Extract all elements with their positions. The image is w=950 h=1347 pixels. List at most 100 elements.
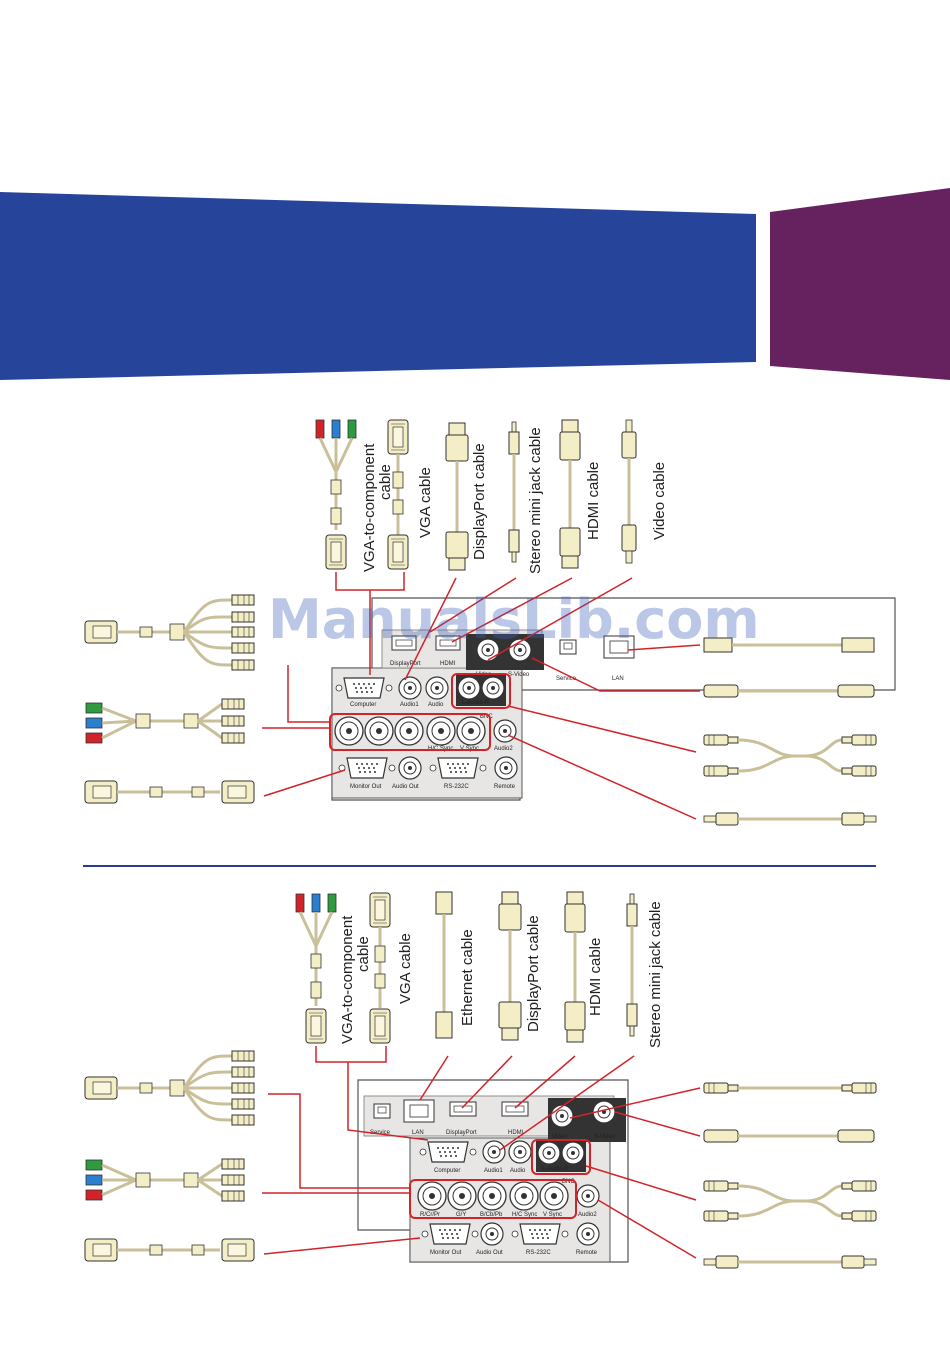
bottom-port-remote-label: Remote bbox=[576, 1250, 598, 1256]
bottom-label-vga-to-component: VGA-to-component bbox=[339, 915, 356, 1044]
bottom-audio-out-port bbox=[480, 1222, 504, 1246]
top-audio1-port bbox=[398, 676, 422, 700]
bottom-audio-l-port bbox=[537, 1141, 561, 1165]
top-label-vga-cable: VGA cable bbox=[417, 467, 434, 538]
bottom-bnc-port-2 bbox=[447, 1181, 477, 1211]
top-vga-to-bnc-cable bbox=[84, 594, 255, 671]
bottom-label-ethernet-cable: Ethernet cable bbox=[459, 929, 476, 1026]
bottom-port-gy-label: G/Y bbox=[456, 1212, 466, 1218]
bottom-video-port bbox=[550, 1104, 574, 1128]
bottom-port-displayport-label: DisplayPort bbox=[446, 1130, 477, 1136]
bottom-stereo-mini-jack-cable bbox=[626, 893, 638, 1037]
top-audio-out-port bbox=[398, 756, 422, 780]
top-vga-to-vga-cable bbox=[84, 780, 255, 804]
bottom-vga-to-bnc-cable bbox=[84, 1050, 255, 1126]
top-port-monitorout-label: Monitor Out bbox=[350, 784, 382, 790]
bottom-connection-diagram: Service LAN DisplayPort HDMI Video S-Vid… bbox=[84, 891, 877, 1269]
top-left-cables bbox=[84, 594, 255, 804]
bottom-port-rs232c-label: RS-232C bbox=[526, 1250, 551, 1256]
top-audio3-port bbox=[425, 676, 449, 700]
top-hsync-port bbox=[426, 716, 456, 746]
bottom-mini-jack-cable bbox=[703, 1255, 877, 1269]
top-port-audioout-label: Audio Out bbox=[392, 784, 419, 790]
bottom-bnc-port-1 bbox=[417, 1181, 447, 1211]
bottom-audio-r-port bbox=[561, 1141, 585, 1165]
bottom-left-cables bbox=[84, 1050, 255, 1262]
bottom-right-cables bbox=[703, 1082, 877, 1269]
bottom-connector-lines bbox=[262, 1046, 701, 1259]
bottom-audio2-port bbox=[576, 1184, 600, 1208]
top-audio2-port bbox=[493, 719, 517, 743]
top-connection-diagram: DisplayPort HDMI Video S-Video Service L… bbox=[84, 419, 896, 826]
top-port-svideo-label: S-Video bbox=[508, 672, 530, 678]
top-port-audio2-label: Audio2 bbox=[494, 746, 513, 752]
bottom-audio3-port bbox=[508, 1140, 532, 1164]
bottom-port-hdmi-label: HDMI bbox=[508, 1130, 524, 1136]
top-audio-l-port bbox=[457, 676, 481, 700]
bottom-rca-audio-cable bbox=[703, 1180, 877, 1222]
top-port-audio-label: Audio bbox=[428, 702, 444, 708]
bottom-port-video-label: Video bbox=[552, 1134, 568, 1140]
top-component-to-bnc-cable bbox=[85, 698, 245, 744]
bottom-port-audioout-label: Audio Out bbox=[476, 1250, 503, 1256]
top-port-lan-label: LAN bbox=[612, 676, 624, 682]
top-rca-audio-cable bbox=[703, 734, 877, 777]
watermark-text: ManualsLib.com bbox=[268, 588, 760, 651]
bottom-port-audio1-label: Audio1 bbox=[484, 1168, 503, 1174]
top-bnc-port-1 bbox=[334, 716, 364, 746]
bottom-port-bnc-label: BNC bbox=[562, 1179, 575, 1185]
bottom-label-hdmi-cable: HDMI cable bbox=[587, 938, 604, 1016]
bottom-video-cable bbox=[703, 1082, 877, 1094]
bottom-vga-to-vga-cable bbox=[84, 1238, 255, 1262]
bottom-port-audio-label: Audio bbox=[510, 1168, 526, 1174]
bottom-port-bcbpb-label: B/Cb/Pb bbox=[480, 1212, 503, 1218]
top-ethernet-cable bbox=[703, 637, 875, 653]
bottom-port-monitorout-label: Monitor Out bbox=[430, 1250, 462, 1256]
bottom-vga-to-component-cable bbox=[295, 893, 337, 1044]
bottom-component-to-bnc-cable bbox=[85, 1158, 245, 1202]
top-label-video-cable: Video cable bbox=[651, 462, 668, 540]
bottom-vsync-port bbox=[539, 1181, 569, 1211]
top-bnc-port-3 bbox=[394, 716, 424, 746]
bottom-vertical-cables: VGA-to-component cable VGA cable Etherne… bbox=[295, 891, 664, 1048]
top-projector-panel: DisplayPort HDMI Video S-Video Service L… bbox=[329, 597, 896, 801]
top-vga-to-component-cable bbox=[315, 419, 357, 570]
top-port-remote-label: Remote bbox=[494, 784, 516, 790]
bottom-port-computer-label: Computer bbox=[434, 1168, 460, 1174]
bottom-port-svideo-label: S-Video bbox=[594, 1134, 616, 1140]
bottom-port-lan-label: LAN bbox=[412, 1130, 424, 1136]
top-port-computer-label: Computer bbox=[350, 702, 376, 708]
top-vga-cable bbox=[387, 419, 409, 570]
blue-banner bbox=[0, 192, 756, 380]
top-vertical-cables: VGA-to-component cable VGA cable Display… bbox=[315, 419, 668, 574]
top-label-displayport-cable: DisplayPort cable bbox=[471, 443, 488, 560]
bottom-svideo-cable bbox=[703, 1129, 875, 1143]
bottom-bnc-port-3 bbox=[477, 1181, 507, 1211]
top-port-service-label: Service bbox=[556, 676, 577, 682]
top-audio-r-port bbox=[481, 676, 505, 700]
top-label-hdmi-cable: HDMI cable bbox=[585, 462, 602, 540]
bottom-hdmi-cable bbox=[564, 891, 586, 1043]
bottom-port-audio2-label: Audio2 bbox=[578, 1212, 597, 1218]
bottom-port-laudior-label: L-Audio-R bbox=[542, 1166, 570, 1172]
top-label-stereo-mini-jack-cable: Stereo mini jack cable bbox=[527, 427, 544, 574]
top-mini-jack-cable bbox=[703, 812, 877, 826]
bottom-remote-port bbox=[576, 1222, 600, 1246]
bottom-port-service-label: Service bbox=[370, 1130, 391, 1136]
top-hdmi-cable bbox=[559, 419, 581, 569]
bottom-vga-cable bbox=[369, 892, 391, 1044]
top-vsync-port bbox=[456, 716, 486, 746]
top-port-audio1-label: Audio1 bbox=[400, 702, 419, 708]
bottom-port-vsync-label: V Sync bbox=[543, 1212, 562, 1218]
bottom-ethernet-cable bbox=[435, 891, 453, 1039]
bottom-hsync-port bbox=[509, 1181, 539, 1211]
bottom-label-vga-cable: VGA cable bbox=[397, 933, 414, 1004]
top-port-laudior-label: L-Audio-R bbox=[462, 700, 490, 706]
bottom-audio1-port bbox=[482, 1140, 506, 1164]
top-right-cables bbox=[703, 637, 877, 826]
top-connector-lines bbox=[262, 572, 701, 820]
bottom-projector-panel: Service LAN DisplayPort HDMI Video S-Vid… bbox=[357, 1079, 629, 1263]
bottom-port-rcrpr-label: R/Cr/Pr bbox=[420, 1212, 440, 1218]
top-label-vga-to-component: VGA-to-component bbox=[361, 443, 378, 572]
